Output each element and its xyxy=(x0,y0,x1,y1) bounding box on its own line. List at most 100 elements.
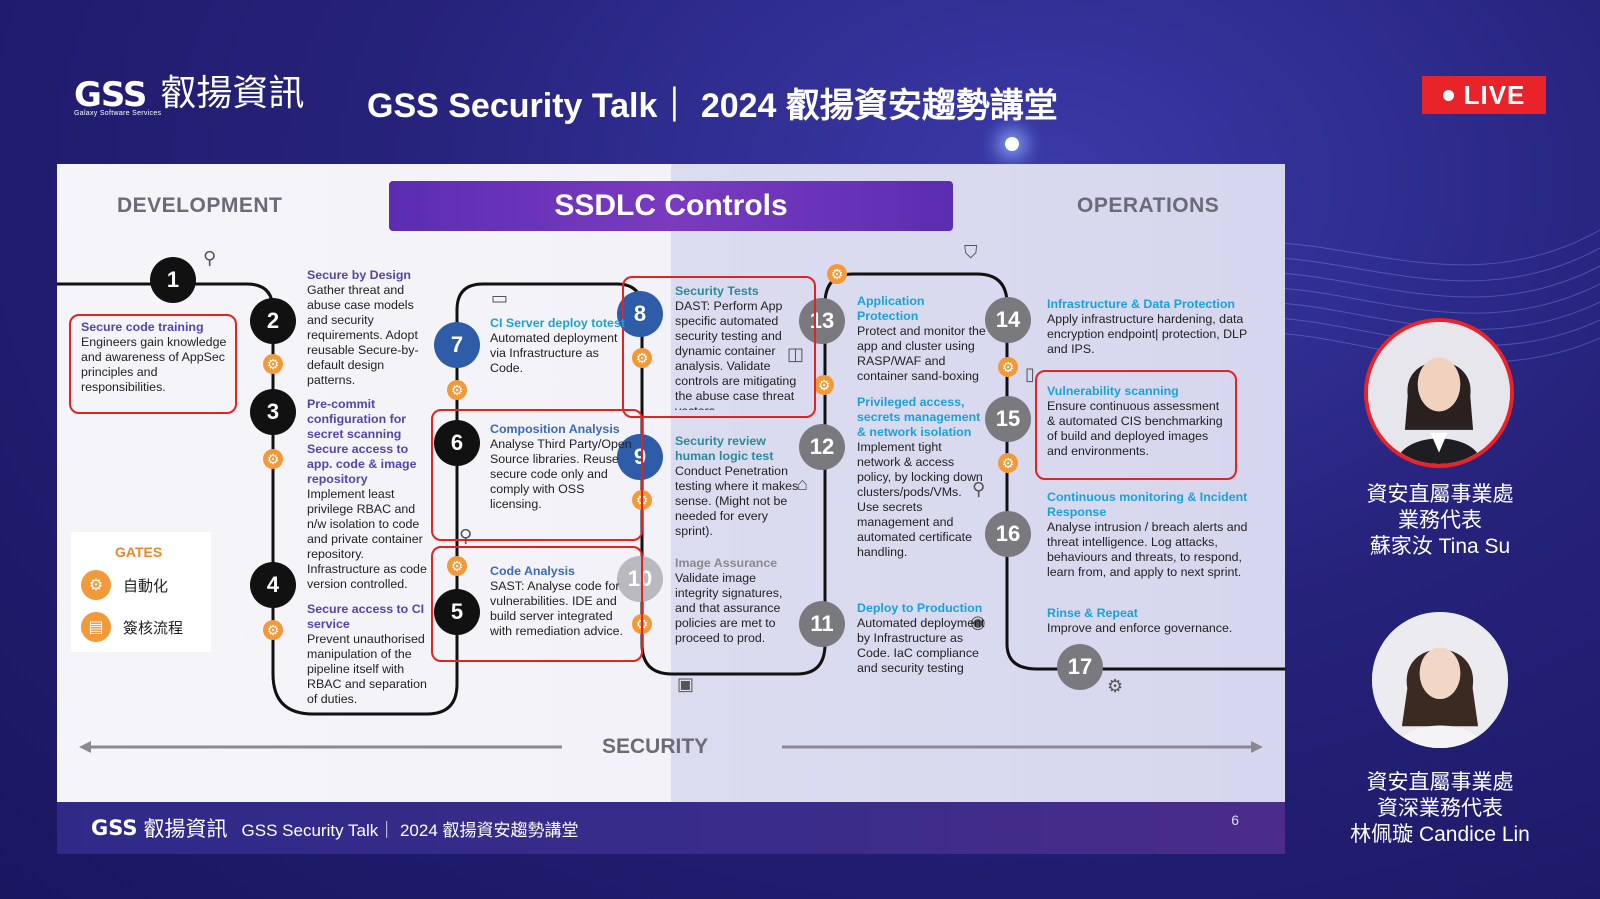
step-8-body: DAST: Perform App specific automated sec… xyxy=(675,299,797,410)
step-6-box: Composition Analysis Analyse Third Party… xyxy=(490,422,636,512)
step-9-body: Conduct Penetration testing where it mak… xyxy=(675,464,799,538)
security-axis: SECURITY xyxy=(57,732,1285,762)
speaker-1-role: 業務代表 xyxy=(1398,509,1482,532)
step-12-body: Implement tight network & access policy,… xyxy=(857,440,983,559)
step-1-number: 1 xyxy=(150,257,196,303)
speaker-1-dept: 資安直屬事業處 xyxy=(1366,483,1514,506)
step-14-number: 14 xyxy=(985,297,1031,343)
step-16-body: Analyse intrusion / breach alerts and th… xyxy=(1047,520,1248,579)
gates-title: GATES xyxy=(115,544,163,560)
gate-gear-icon: ⚙ xyxy=(263,620,283,640)
image-icon: ▣ xyxy=(677,674,695,694)
highlight-frame-step-1 xyxy=(69,314,237,414)
step-1-box: Secure code training Engineers gain know… xyxy=(81,320,231,395)
settings-box-icon: ⚙ xyxy=(1107,676,1124,696)
gate-gear-icon: ⚙ xyxy=(447,556,467,576)
step-17-body: Improve and enforce governance. xyxy=(1047,621,1233,635)
mobile-phone-icon: ▯ xyxy=(1025,364,1035,384)
step-9-box: Security review human logic test Conduct… xyxy=(675,434,801,539)
step-5-box: Code Analysis SAST: Analyse code for vul… xyxy=(490,564,636,639)
gate-gear-icon: ⚙ xyxy=(998,357,1018,377)
gate-gear-icon: ⚙ xyxy=(998,453,1018,473)
development-heading: DEVELOPMENT xyxy=(117,194,283,217)
step-4-body: Prevent unauthorised manipulation of the… xyxy=(307,632,427,706)
gate-gear-icon: ⚙ xyxy=(447,380,467,400)
step-7-box: CI Server deploy totest Automated deploy… xyxy=(490,316,630,376)
step-13-body: Protect and monitor the app and cluster … xyxy=(857,324,986,383)
ssdlc-title: SSDLC Controls xyxy=(389,181,953,231)
step-14-box: Infrastructure & Data Protection Apply i… xyxy=(1047,297,1247,357)
step-6-title: Composition Analysis xyxy=(490,422,620,436)
step-2-body: Gather threat and abuse case models and … xyxy=(307,283,419,387)
location-pin-icon: ⚲ xyxy=(203,248,217,268)
cube-icon: ◫ xyxy=(787,344,805,364)
step-2-box: Secure by Design Gather threat and abuse… xyxy=(307,268,433,388)
speaker-1-name: 蘇家汝 Tina Su xyxy=(1369,535,1511,558)
live-dot-icon xyxy=(1442,89,1454,101)
highlight-frame-step-8 xyxy=(622,276,816,418)
gates-auto-label: 自動化 xyxy=(123,577,169,595)
step-5-number: 5 xyxy=(434,589,480,635)
gate-gear-icon: ⚙ xyxy=(827,264,847,284)
step-3-title: Pre-commit configuration for secret scan… xyxy=(307,397,417,486)
step-11-body: Automated deployment by Infrastructure a… xyxy=(857,616,985,675)
person-silhouette-icon xyxy=(1372,612,1508,748)
step-15-box: Vulnerability scanning Ensure continuous… xyxy=(1047,384,1229,459)
slide: DEVELOPMENT SSDLC Controls OPERATIONS 1 … xyxy=(57,164,1285,802)
step-12-number: 12 xyxy=(799,424,845,470)
step-13-title: Application Protection xyxy=(857,294,925,323)
step-8-number: 8 xyxy=(617,291,663,337)
step-12-title: Privileged access, secrets management & … xyxy=(857,395,981,439)
step-10-body: Validate image integrity signatures, and… xyxy=(675,571,783,645)
gate-gear-icon: ⚙ xyxy=(632,348,652,368)
step-5-title: Code Analysis xyxy=(490,564,575,578)
step-8-title: Security Tests xyxy=(675,284,759,298)
page-number: 6 xyxy=(1231,812,1239,828)
step-1-title: Secure code training xyxy=(81,320,204,334)
step-1-body: Engineers gain knowledge and awareness o… xyxy=(81,335,227,394)
light-glow xyxy=(1005,137,1019,151)
speaker-2-role: 資深業務代表 xyxy=(1377,797,1503,820)
step-17-number: 17 xyxy=(1057,644,1103,690)
step-10-title: Image Assurance xyxy=(675,556,778,570)
step-14-body: Apply infrastructure hardening, data enc… xyxy=(1047,312,1247,356)
step-15-body: Ensure continuous assessment & automated… xyxy=(1047,399,1223,458)
lock-icon: ⌂ xyxy=(797,474,808,494)
highlight-frame-step-15 xyxy=(1035,370,1237,480)
gate-gear-icon: ⚙ xyxy=(263,354,283,374)
step-3-number: 3 xyxy=(250,389,296,435)
step-8-box: Security Tests DAST: Perform App specifi… xyxy=(675,284,807,410)
step-17-box: Rinse & Repeat Improve and enforce gover… xyxy=(1047,606,1253,636)
brand-mark: GSS xyxy=(74,75,147,115)
step-4-title: Secure access to CI service xyxy=(307,602,425,631)
step-15-title: Vulnerability scanning xyxy=(1047,384,1179,398)
speaker-2-avatar xyxy=(1372,612,1508,748)
step-16-box: Continuous monitoring & Incident Respons… xyxy=(1047,490,1253,580)
step-7-title: CI Server deploy totest xyxy=(490,316,625,330)
gates-review-row: ▤ 簽核流程 xyxy=(81,612,183,642)
brand-subtitle: Galaxy Software Services xyxy=(74,110,162,117)
security-arrow xyxy=(79,741,1263,753)
step-2-number: 2 xyxy=(250,298,296,344)
flow-path xyxy=(57,272,1285,716)
step-17-title: Rinse & Repeat xyxy=(1047,606,1138,620)
highlight-frame-step-6 xyxy=(431,409,643,541)
search-icon: ⚲ xyxy=(972,479,986,499)
speaker-2-caption: 資安直屬事業處 資深業務代表 林佩璇 Candice Lin xyxy=(1320,770,1560,848)
step-4-box: Secure access to CI service Prevent unau… xyxy=(307,602,433,707)
gate-gear-icon: ⚙ xyxy=(814,375,834,395)
gates-auto-row: ⚙ 自動化 xyxy=(81,570,168,600)
step-5-body: SAST: Analyse code for vulnerabilities. … xyxy=(490,579,623,638)
brand-logo: GSS Galaxy Software Services 叡揚資訊 xyxy=(74,73,305,118)
step-15-number: 15 xyxy=(985,396,1031,442)
step-16-number: 16 xyxy=(985,511,1031,557)
shield-icon: ⛉ xyxy=(964,242,978,262)
step-14-title: Infrastructure & Data Protection xyxy=(1047,297,1235,311)
brand-chinese-name: 叡揚資訊 xyxy=(160,73,305,114)
talk-title: GSS Security Talk｜ 2024 叡揚資安趨勢講堂 xyxy=(367,87,1058,125)
speaker-2-dept: 資安直屬事業處 xyxy=(1366,771,1514,794)
gear-icon: ⚙ xyxy=(81,570,111,600)
magnifier-icon: ⚲ xyxy=(459,526,473,546)
step-2-title: Secure by Design xyxy=(307,268,411,282)
step-12-box: Privileged access, secrets management & … xyxy=(857,395,983,560)
